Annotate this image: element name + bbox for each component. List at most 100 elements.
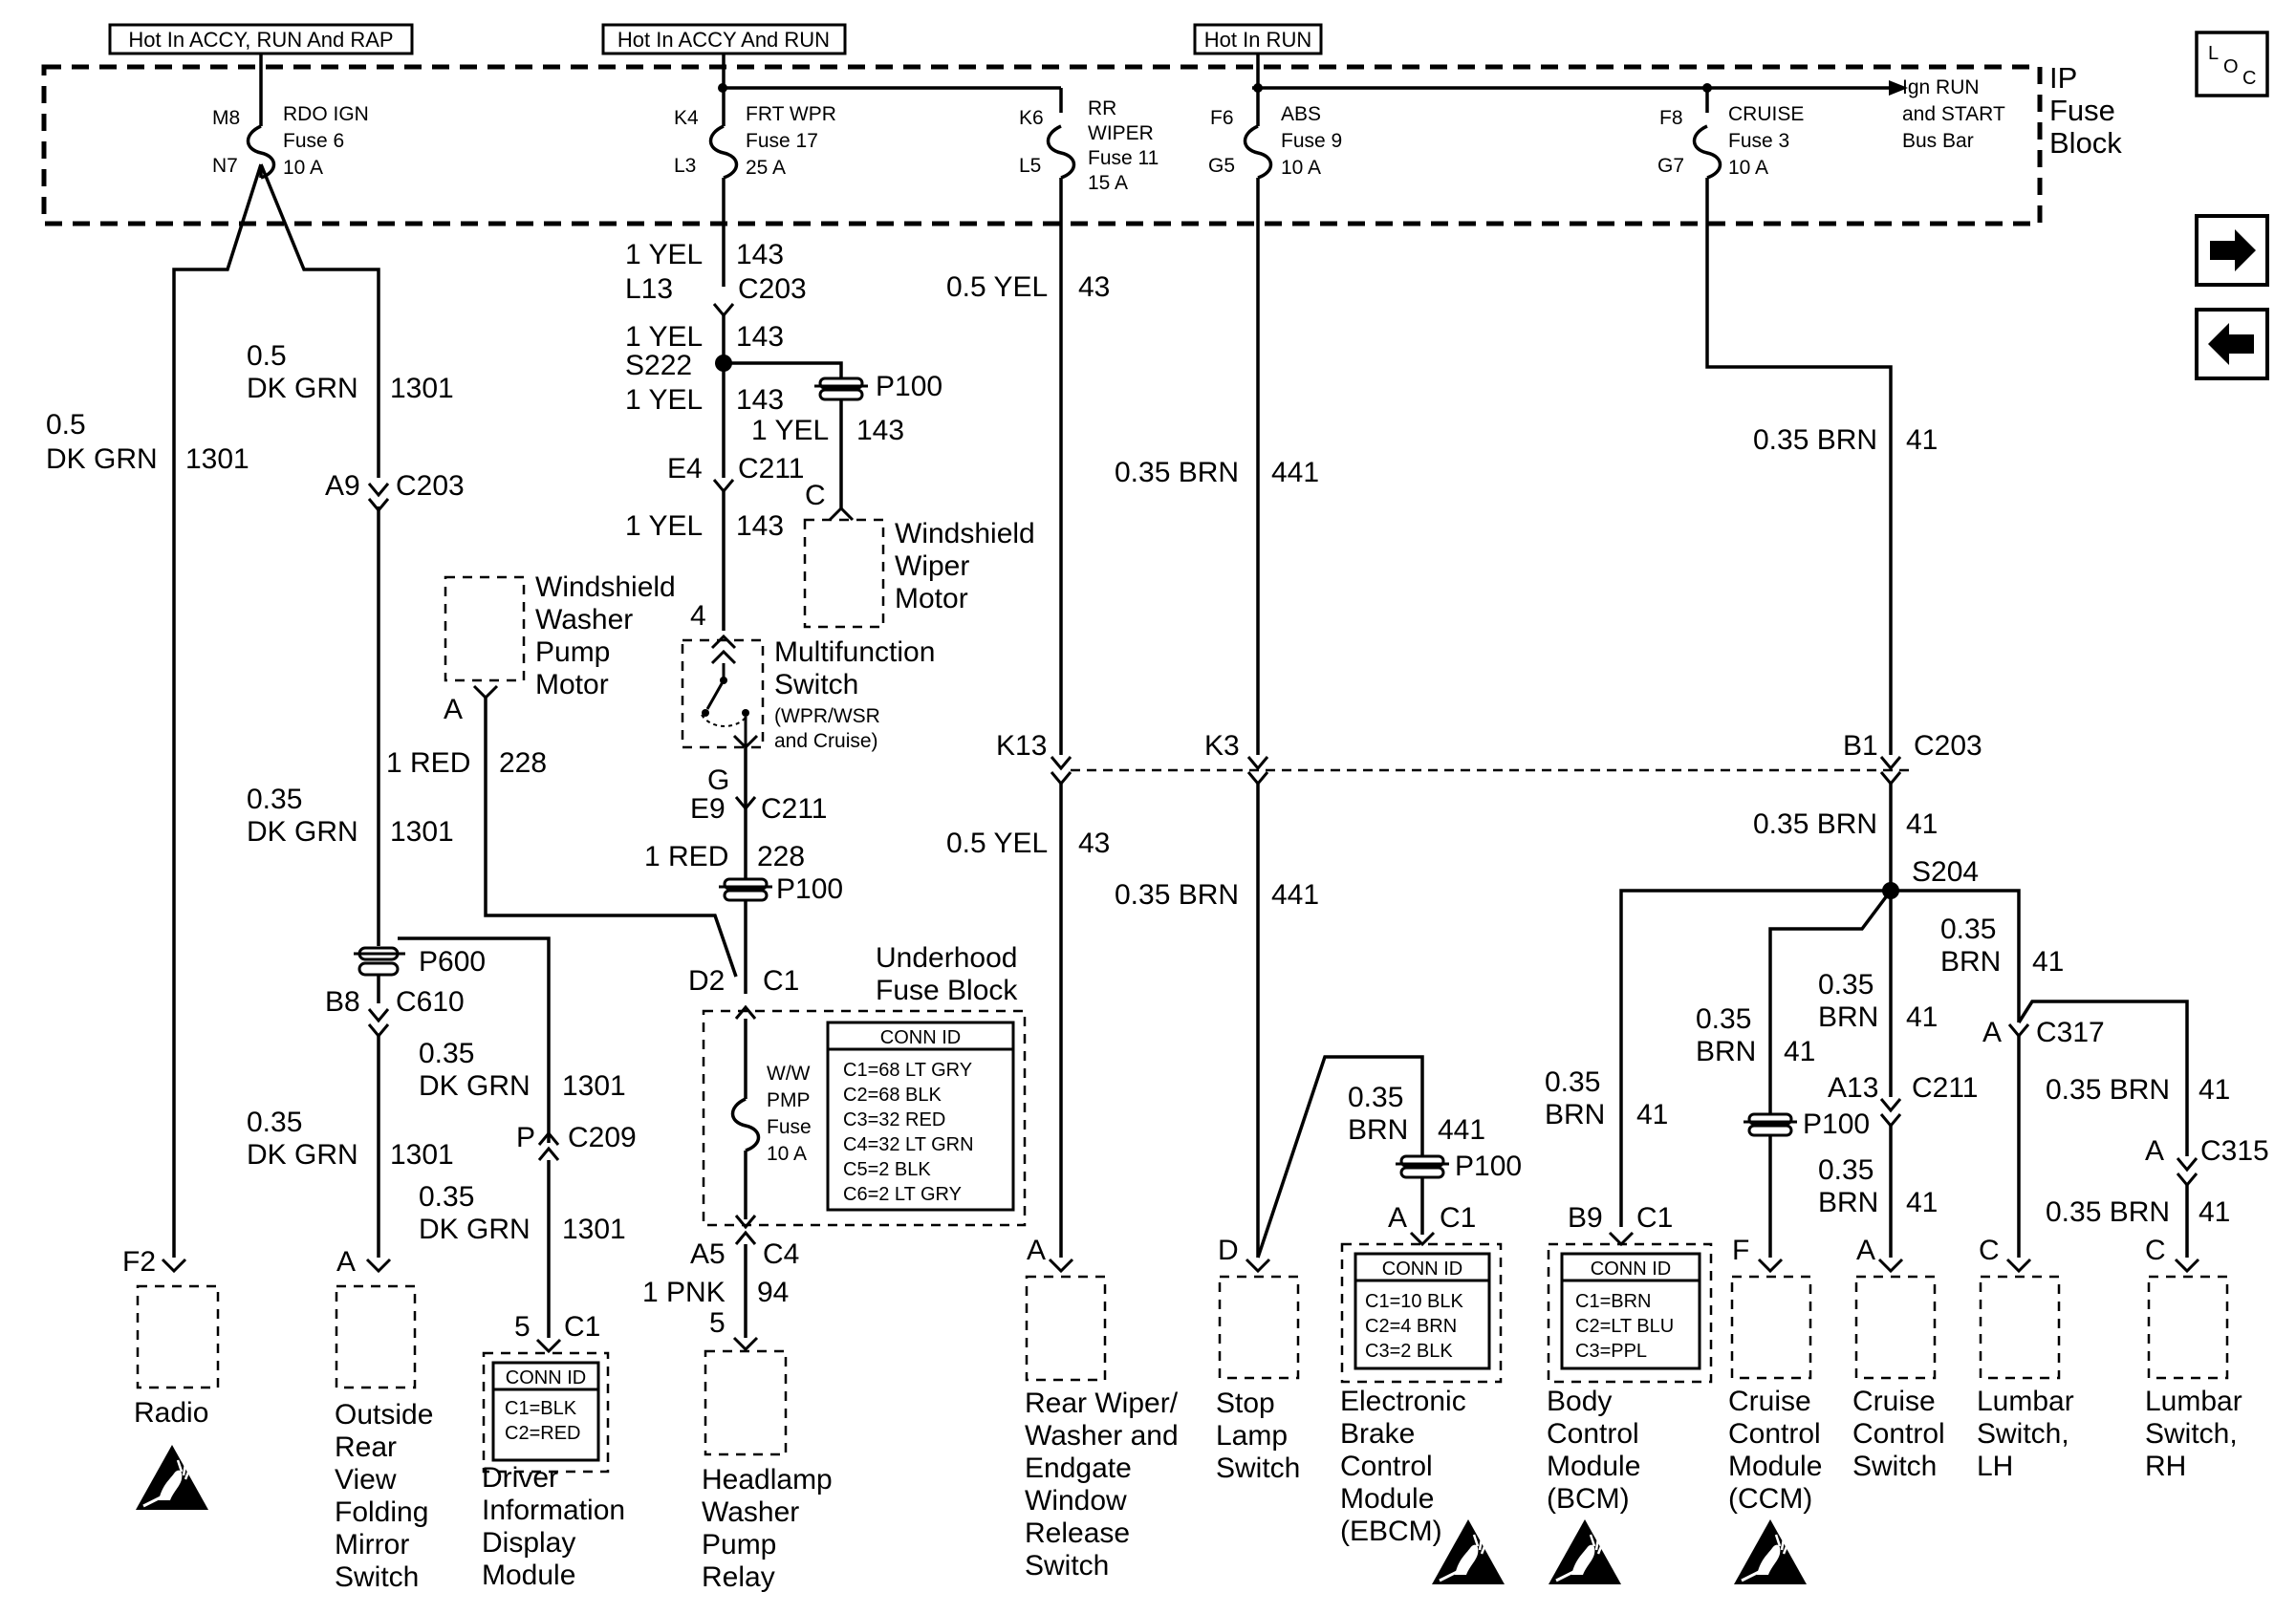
svg-text:C1: C1	[564, 1311, 600, 1343]
wire-label-94: 1 PNK 94	[642, 1277, 789, 1308]
svg-text:A: A	[2145, 1135, 2164, 1167]
wire-label-228-b: 1 RED 228	[644, 841, 805, 872]
svg-text:IP: IP	[2049, 61, 2077, 95]
fuse-icon	[1046, 124, 1076, 180]
svg-text:Window: Window	[1025, 1485, 1127, 1517]
arrow-right-icon[interactable]	[2195, 214, 2269, 287]
svg-text:Fuse Block: Fuse Block	[876, 975, 1018, 1006]
svg-text:143: 143	[856, 415, 904, 446]
wire-label-41-b: 0.35 BRN 41	[1753, 808, 1938, 840]
svg-text:0.35 BRN: 0.35 BRN	[1115, 457, 1239, 488]
svg-text:C: C	[2145, 1235, 2166, 1266]
svg-text:41: 41	[2199, 1074, 2230, 1106]
svg-text:BRN: BRN	[1696, 1036, 1756, 1067]
svg-text:CONN ID: CONN ID	[1382, 1259, 1462, 1280]
wire-label-1301-dim-upper: 0.35 DK GRN 1301	[419, 1038, 626, 1102]
svg-text:Control: Control	[1852, 1418, 1945, 1450]
svg-text:Headlamp: Headlamp	[702, 1464, 833, 1496]
svg-text:C315: C315	[2200, 1135, 2269, 1167]
svg-text:B9: B9	[1568, 1202, 1603, 1234]
svg-text:Control: Control	[1340, 1451, 1433, 1482]
mirror-switch-label: Outside Rear View Folding Mirror Switch	[335, 1399, 433, 1593]
wire-label-43-b: 0.5 YEL 43	[946, 828, 1110, 859]
svg-text:G7: G7	[1657, 155, 1684, 177]
svg-text:0.35 BRN: 0.35 BRN	[2046, 1196, 2170, 1228]
underhood-fuse-block-label: Underhood Fuse Block	[876, 942, 1018, 1006]
ebcm-conn-id: CONN ID C1=10 BLK C2=4 BRN C3=2 BLK	[1354, 1252, 1491, 1370]
multifunction-switch-box	[681, 638, 765, 749]
svg-text:P100: P100	[776, 873, 843, 905]
bus-bar-label: Ign RUN and START Bus Bar	[1902, 76, 2005, 152]
svg-text:0.35: 0.35	[1696, 1003, 1751, 1035]
svg-text:DK GRN: DK GRN	[247, 373, 358, 404]
svg-text:1301: 1301	[390, 373, 454, 404]
svg-text:0.35 BRN: 0.35 BRN	[1115, 879, 1239, 911]
bcm-conn-id: CONN ID C1=BRN C2=LT BLU C3=PPL	[1560, 1252, 1701, 1370]
svg-text:C209: C209	[568, 1122, 637, 1153]
svg-text:0.35: 0.35	[247, 1107, 302, 1138]
wire-label-143-a: 1 YEL 143	[625, 239, 784, 270]
header-accy-run-rap: Hot In ACCY, RUN And RAP	[128, 28, 393, 52]
svg-text:C203: C203	[738, 273, 807, 305]
ccm-box	[1730, 1275, 1812, 1380]
svg-text:Cruise: Cruise	[1852, 1386, 1936, 1417]
connector-icon	[367, 483, 390, 513]
svg-text:W/W: W/W	[767, 1063, 811, 1085]
ip-fuse-block-outline	[41, 64, 2043, 226]
svg-text:Switch: Switch	[1216, 1453, 1300, 1484]
loc-icon[interactable]: L O C	[2195, 31, 2269, 97]
svg-text:Pump: Pump	[702, 1529, 776, 1560]
svg-text:Underhood: Underhood	[876, 942, 1017, 974]
wire-label-143-e: 1 YEL 143	[625, 510, 784, 542]
svg-text:C211: C211	[738, 453, 805, 484]
fuse-rr-wiper: K6 L5 RR WIPER Fuse 11 15 A	[1019, 97, 1159, 194]
svg-text:0.35 BRN: 0.35 BRN	[1753, 424, 1877, 456]
bcm-label: Body Control Module (BCM)	[1547, 1386, 1640, 1515]
svg-text:Module: Module	[1340, 1483, 1434, 1515]
svg-text:0.35: 0.35	[247, 784, 302, 815]
svg-text:0.5 YEL: 0.5 YEL	[946, 271, 1048, 303]
svg-text:0.35: 0.35	[1348, 1082, 1403, 1113]
wire-label-143-b: 1 YEL 143	[625, 321, 784, 353]
svg-text:Cruise: Cruise	[1728, 1386, 1811, 1417]
svg-text:C1=BRN: C1=BRN	[1575, 1291, 1651, 1312]
headlamp-washer-relay-label: Headlamp Washer Pump Relay	[702, 1464, 833, 1593]
svg-text:C211: C211	[1912, 1072, 1979, 1104]
svg-text:C: C	[2242, 68, 2256, 89]
svg-text:P100: P100	[876, 371, 942, 402]
svg-text:and Cruise): and Cruise)	[774, 730, 878, 752]
fuse-abs: F6 G5 ABS Fuse 9 10 A	[1208, 88, 1342, 180]
svg-text:(CCM): (CCM)	[1728, 1483, 1812, 1515]
arrow-left-icon[interactable]	[2195, 308, 2269, 380]
wire-label-41-lumbar: 0.35 BRN 41	[1940, 914, 2064, 978]
svg-text:Release: Release	[1025, 1517, 1130, 1549]
svg-text:143: 143	[736, 510, 784, 542]
svg-text:P600: P600	[419, 946, 486, 978]
svg-text:BRN: BRN	[1940, 946, 2001, 978]
svg-text:K4: K4	[674, 107, 699, 129]
svg-text:94: 94	[757, 1277, 789, 1308]
svg-text:DK GRN: DK GRN	[46, 443, 158, 475]
svg-text:CONN ID: CONN ID	[506, 1367, 586, 1388]
radio-label: Radio	[134, 1397, 208, 1429]
esd-icon	[134, 1443, 210, 1512]
svg-text:0.35: 0.35	[1818, 969, 1874, 1001]
svg-text:C203: C203	[1914, 730, 1982, 762]
esd-icon	[1430, 1517, 1506, 1586]
svg-text:Relay: Relay	[702, 1561, 775, 1593]
svg-text:Information: Information	[482, 1495, 625, 1526]
svg-text:41: 41	[1906, 1187, 1938, 1218]
svg-text:P100: P100	[1455, 1151, 1522, 1182]
svg-text:Brake: Brake	[1340, 1418, 1415, 1450]
rear-wiper-switch-box	[1025, 1275, 1107, 1382]
svg-text:25 A: 25 A	[746, 157, 786, 179]
svg-text:P: P	[516, 1122, 535, 1153]
wiper-motor-label: Windshield Wiper Motor	[895, 518, 1035, 614]
header-accy-run: Hot In ACCY And RUN	[617, 28, 830, 52]
svg-text:DK GRN: DK GRN	[247, 816, 358, 848]
svg-text:Ign RUN: Ign RUN	[1902, 76, 1980, 98]
svg-text:Pump: Pump	[535, 636, 610, 668]
svg-text:A: A	[336, 1246, 356, 1278]
svg-text:Electronic: Electronic	[1340, 1386, 1466, 1417]
cruise-switch-label: Cruise Control Switch	[1852, 1386, 1945, 1482]
